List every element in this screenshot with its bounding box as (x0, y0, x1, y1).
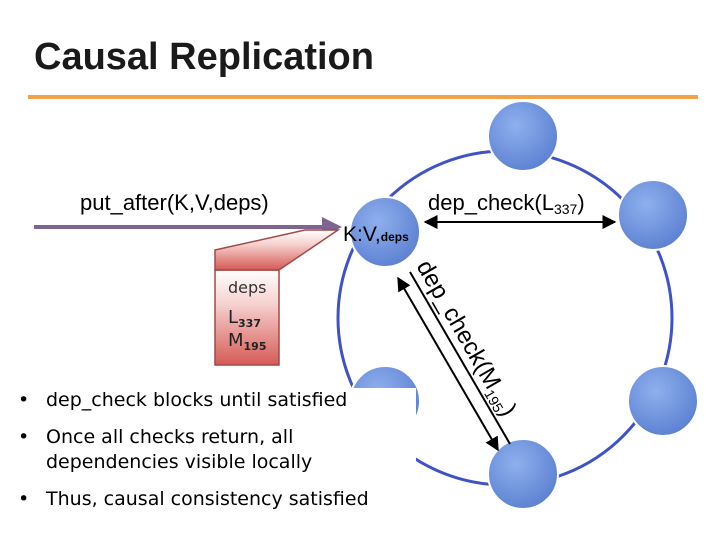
dep-check-diag-label: dep_check(M195) (409, 256, 522, 422)
dep-check-top-label: dep_check(L337) (428, 190, 585, 217)
bullet-text: Once all checks return, all dependencies… (46, 426, 313, 473)
kv-sub: deps (381, 230, 409, 244)
deps-header: deps (228, 278, 267, 297)
deps-item-m-sub: 195 (244, 340, 267, 353)
node-upper-right (617, 179, 689, 251)
bullet-dot-icon: • (18, 426, 30, 448)
kv-main: K:V, (343, 223, 381, 246)
node-top (487, 100, 559, 172)
bullet-item: • dep_check blocks until satisfied (16, 388, 416, 413)
bullet-list: • dep_check blocks until satisfied • Once … (16, 388, 416, 524)
node-bottom (487, 438, 559, 510)
bullet-item: • Thus, causal consistency satisfied (16, 487, 416, 512)
bullet-dot-icon: • (18, 389, 30, 411)
title-rule (28, 95, 698, 99)
bullet-text: Thus, causal consistency satisfied (46, 488, 369, 510)
node-lower-right (627, 365, 699, 437)
node-local (349, 196, 421, 268)
dep-check-diag-arrow-2 (409, 271, 511, 445)
deps-item-m-letter: M (228, 330, 244, 351)
deps-item-m: M195 (228, 330, 267, 353)
put-after-label: put_after(K,V,deps) (80, 190, 269, 215)
kv-label: K:V,deps (343, 223, 409, 246)
page-title: Causal Replication (34, 36, 374, 78)
dep-check-top-text: dep_check(L (428, 190, 554, 215)
deps-box-connector (214, 229, 341, 271)
bullet-dot-icon: • (18, 488, 30, 510)
dep-check-top-close: ) (577, 190, 584, 215)
dep-check-diag-arrow-1 (397, 276, 499, 452)
deps-item-l-letter: L (228, 307, 238, 328)
bullet-text: dep_check blocks until satisfied (46, 389, 348, 411)
deps-item-l: L337 (228, 307, 261, 330)
dep-check-top-sub: 337 (554, 201, 578, 217)
deps-item-l-sub: 337 (238, 317, 261, 330)
bullet-item: • Once all checks return, all dependencie… (16, 425, 416, 475)
